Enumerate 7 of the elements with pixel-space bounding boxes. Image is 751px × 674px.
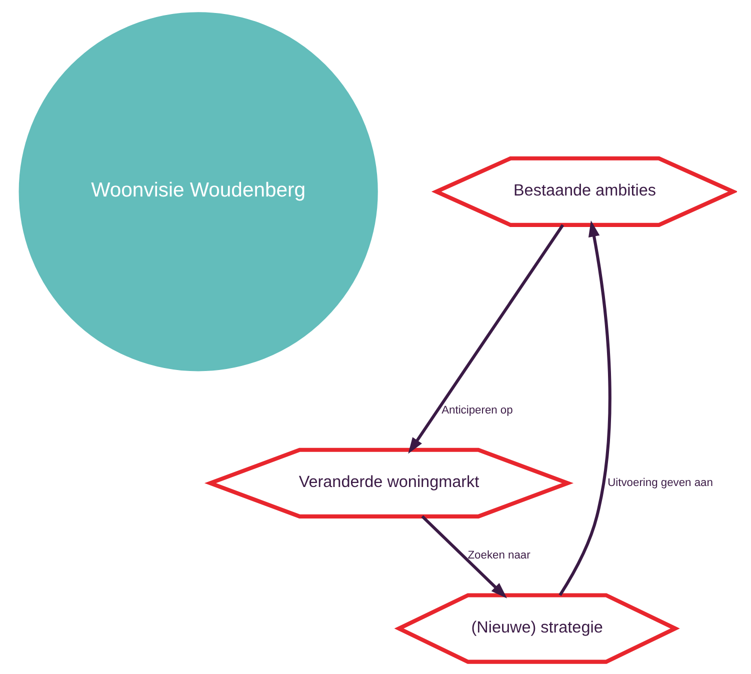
arrow <box>408 224 564 454</box>
node-circle: Woonvisie Woudenberg <box>18 12 378 372</box>
arrow <box>558 220 611 596</box>
edge-label: Uitvoering geven aan <box>607 476 712 489</box>
edge-label: Anticiperen op <box>441 404 512 416</box>
arrow <box>420 515 506 598</box>
edge-label: Zoeken naar <box>467 550 530 562</box>
